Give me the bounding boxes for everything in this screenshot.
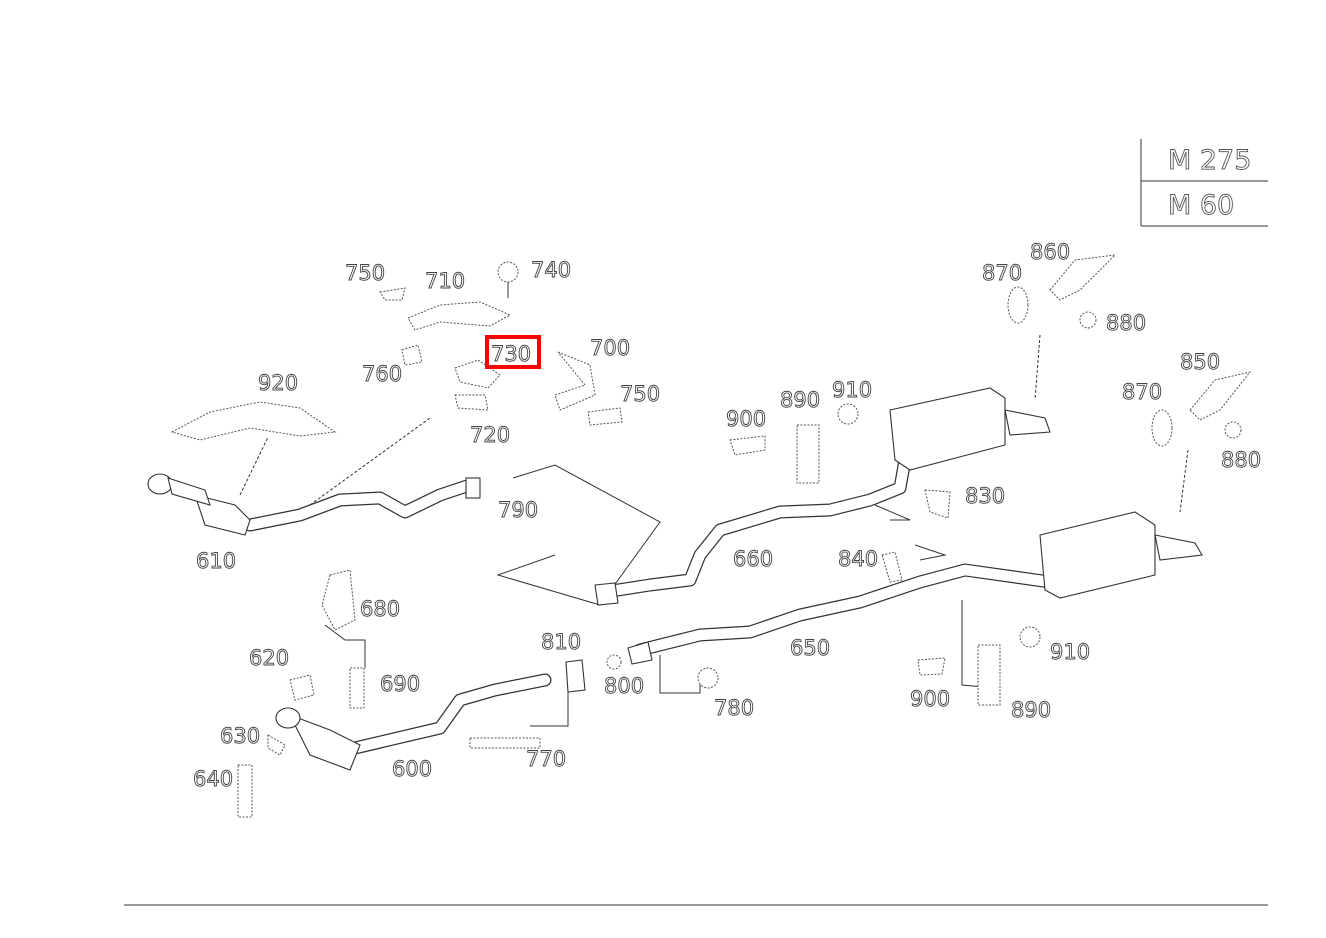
model-label-m275: M 275 bbox=[1168, 145, 1251, 176]
part-label-600[interactable]: 600 bbox=[392, 757, 433, 782]
part-label-890[interactable]: 890 bbox=[780, 388, 821, 413]
part-label-790[interactable]: 790 bbox=[498, 498, 539, 523]
part-label-920[interactable]: 920 bbox=[258, 371, 299, 396]
part-label-800[interactable]: 800 bbox=[604, 674, 645, 699]
part-label-760[interactable]: 760 bbox=[362, 362, 403, 387]
part-label-830[interactable]: 830 bbox=[965, 484, 1006, 509]
heat-shield-920 bbox=[170, 401, 337, 441]
part-label-610[interactable]: 610 bbox=[196, 549, 237, 574]
part-label-910[interactable]: 910 bbox=[1050, 640, 1091, 665]
front-pipe-upper bbox=[147, 417, 481, 536]
part-label-750[interactable]: 750 bbox=[620, 382, 661, 407]
part-label-680[interactable]: 680 bbox=[360, 597, 401, 622]
part-label-640[interactable]: 640 bbox=[193, 767, 234, 792]
part-label-700[interactable]: 700 bbox=[590, 336, 631, 361]
rear-muffler-left bbox=[889, 387, 1051, 471]
part-label-630[interactable]: 630 bbox=[220, 724, 261, 749]
part-label-750[interactable]: 750 bbox=[345, 261, 386, 286]
part-label-740[interactable]: 740 bbox=[531, 258, 572, 283]
part-label-850[interactable]: 850 bbox=[1180, 350, 1221, 375]
part-label-870[interactable]: 870 bbox=[1122, 380, 1163, 405]
part-label-840[interactable]: 840 bbox=[838, 547, 879, 572]
part-number-labels: 750 710 740 730 700 760 750 720 920 610 790 900 890 9… bbox=[193, 240, 1262, 792]
small-parts bbox=[237, 254, 1252, 818]
part-label-890[interactable]: 890 bbox=[1011, 698, 1052, 723]
part-label-870[interactable]: 870 bbox=[982, 261, 1023, 286]
intermediate-pipe-left bbox=[594, 453, 912, 606]
part-label-770[interactable]: 770 bbox=[526, 747, 567, 772]
part-label-860[interactable]: 860 bbox=[1030, 240, 1071, 265]
part-label-730[interactable]: 730 bbox=[491, 342, 532, 367]
part-label-900[interactable]: 900 bbox=[910, 687, 951, 712]
part-label-900[interactable]: 900 bbox=[726, 407, 767, 432]
front-pipe-lower bbox=[275, 659, 586, 771]
part-label-650[interactable]: 650 bbox=[790, 636, 831, 661]
part-cluster-700-760 bbox=[379, 261, 623, 426]
highlight-box-730 bbox=[485, 335, 541, 369]
part-label-810[interactable]: 810 bbox=[541, 630, 582, 655]
model-designation-box: M 275 M 60 bbox=[1140, 139, 1268, 227]
intermediate-pipe-right bbox=[627, 504, 1203, 665]
part-label-720[interactable]: 720 bbox=[470, 423, 511, 448]
part-label-660[interactable]: 660 bbox=[733, 547, 774, 572]
model-label-m60: M 60 bbox=[1168, 190, 1234, 221]
part-label-880[interactable]: 880 bbox=[1106, 311, 1147, 336]
part-label-690[interactable]: 690 bbox=[380, 672, 421, 697]
part-label-910[interactable]: 910 bbox=[832, 378, 873, 403]
part-label-620[interactable]: 620 bbox=[249, 646, 290, 671]
part-label-710[interactable]: 710 bbox=[425, 269, 466, 294]
part-label-880[interactable]: 880 bbox=[1221, 448, 1262, 473]
part-label-780[interactable]: 780 bbox=[714, 696, 755, 721]
